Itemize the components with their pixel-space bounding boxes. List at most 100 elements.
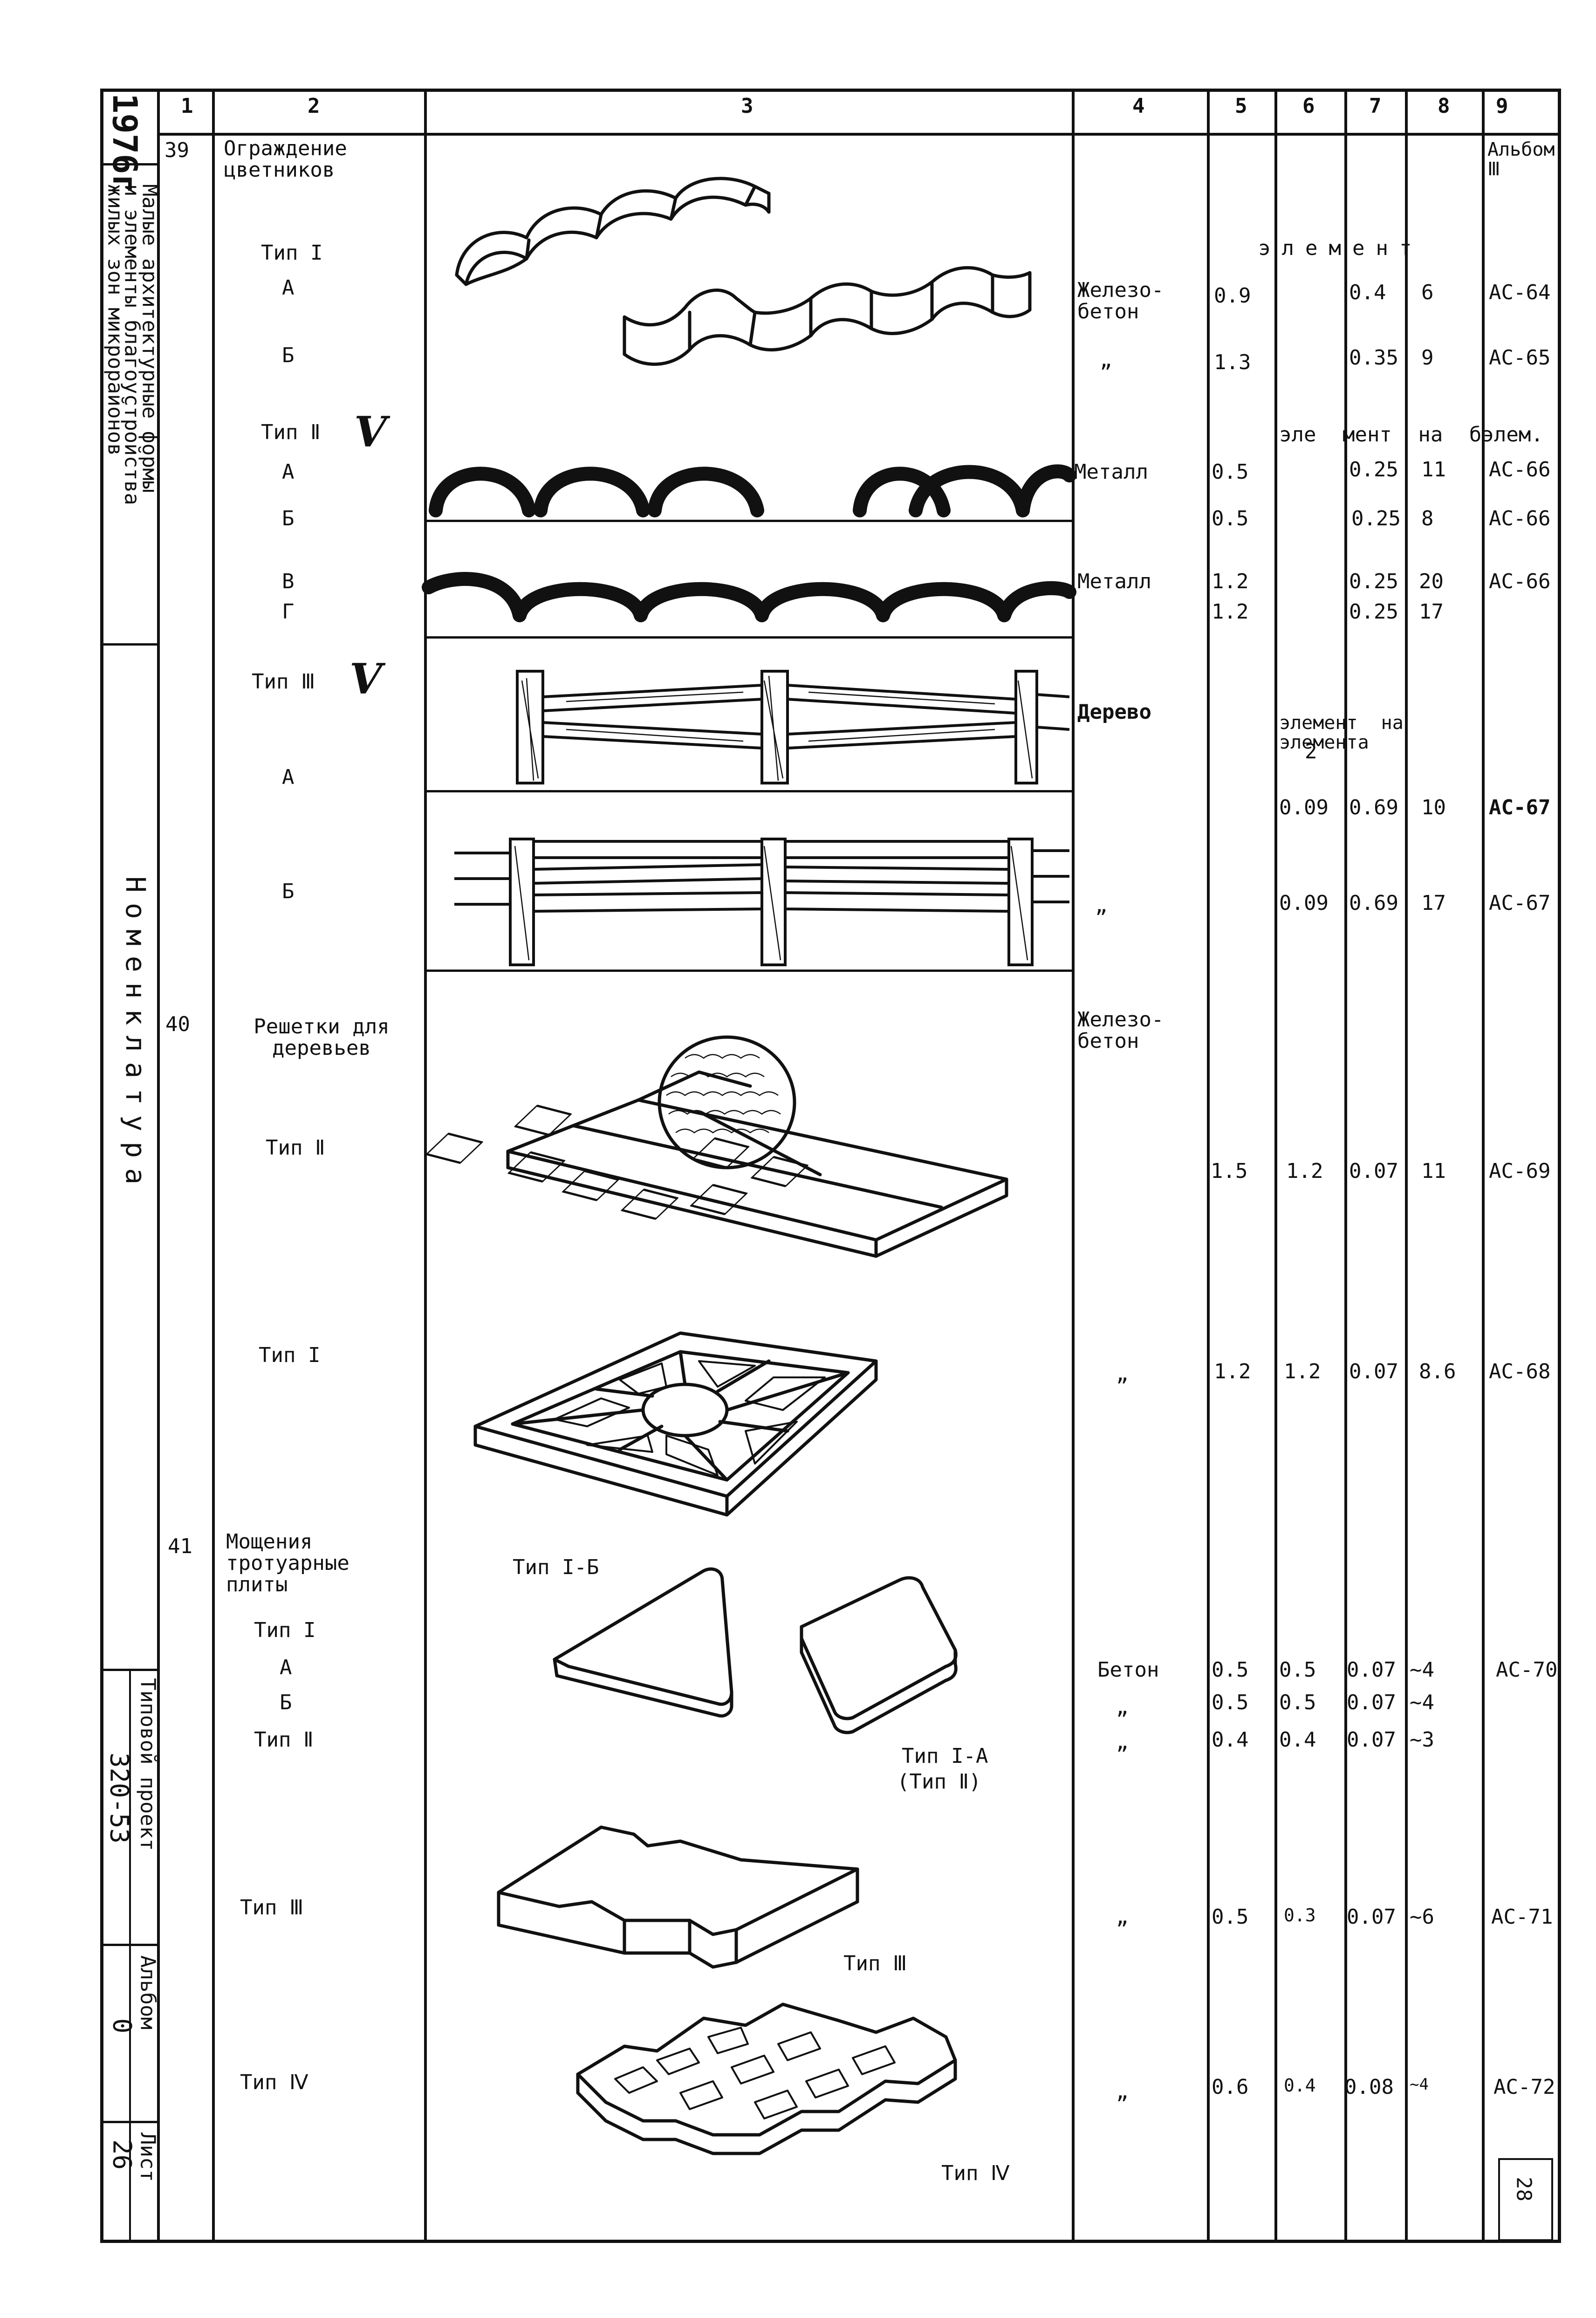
mass-41-1a: 0.5 (1212, 1658, 1249, 1682)
material-40: Железо-бетон (1077, 1008, 1164, 1053)
material-41-1b: „ (1116, 1695, 1129, 1719)
quantity-40-2: 11 (1421, 1159, 1446, 1183)
col-div-7 (1405, 89, 1408, 2243)
type-3b-label: Б (282, 880, 295, 903)
sheet-ref-3b: АС-67 (1489, 891, 1551, 915)
header-col-4: 4 (1132, 94, 1145, 118)
tree-grate-type-2-drawing (425, 1035, 1008, 1258)
volume-41-3: 0.07 (1347, 1905, 1396, 1929)
col-div-6 (1344, 89, 1347, 2243)
volume-40-1-c: 1.2 (1284, 1360, 1321, 1383)
type-40-1-label: Тип I (259, 1343, 321, 1367)
frame-bottom (100, 2240, 1561, 2243)
album-label: Альбом (136, 1955, 160, 2029)
sep-4 (424, 970, 1072, 972)
volume-41-1a: 0.07 (1347, 1658, 1396, 1682)
fence-type-1-drawing (455, 177, 1032, 366)
project-number: 320-53 (104, 1753, 134, 1844)
side-title-line3: жилых зон микрорайонов (103, 184, 127, 456)
volume-2a: 0.25 (1349, 458, 1398, 481)
volume-3b-c: 0.09 (1279, 891, 1329, 915)
material-1b: „ (1100, 348, 1112, 372)
col-div-1 (212, 89, 215, 2243)
side-year: 1976г (105, 93, 145, 194)
material-3a: Дерево (1077, 700, 1151, 724)
item-number-41: 41 (168, 1534, 192, 1558)
quantity-41-1a: ~4 (1410, 1658, 1434, 1682)
frame-right (1558, 89, 1561, 2243)
mass-2g: 1.2 (1212, 600, 1249, 624)
volume-1b: 0.35 (1349, 346, 1398, 370)
volume-40-2: 0.07 (1349, 1159, 1398, 1183)
material-41-1a: Бетон (1097, 1658, 1159, 1682)
sep-3 (424, 790, 1072, 792)
volume-2b: 0.25 (1351, 507, 1401, 530)
side-section-title: Номенклатура (119, 876, 151, 1195)
col-div-4 (1207, 89, 1210, 2243)
tree-grate-type-1-drawing (473, 1331, 878, 1517)
sheet-ref-40-1: АС-68 (1489, 1360, 1551, 1383)
volume-40-1: 0.07 (1349, 1360, 1398, 1383)
check-mark-type-3: V (349, 654, 382, 704)
fence-type-2vg-drawing (422, 572, 1076, 622)
quantity-1a: 6 (1421, 281, 1434, 304)
frame-top (100, 89, 1561, 92)
type-3-label: Тип Ⅲ (252, 670, 315, 694)
type-3a-label: А (282, 765, 295, 789)
quantity-3a: 10 (1421, 796, 1446, 819)
mass-2a: 0.5 (1212, 460, 1249, 484)
type-40-2-label: Тип Ⅱ (266, 1136, 325, 1160)
type-41-1a-label: А (280, 1656, 292, 1679)
material-41-4: „ (1116, 2080, 1129, 2104)
side-div-mid (129, 1669, 131, 2243)
volume-41-2: 0.07 (1347, 1728, 1396, 1752)
mass-40-2: 1.5 (1211, 1159, 1248, 1183)
paving-label-1a-sub: (Тип Ⅱ) (897, 1770, 981, 1794)
header-col-7: 7 (1369, 94, 1382, 118)
page-stamp-number: 28 (1512, 2177, 1536, 2201)
sep-1 (424, 520, 1072, 522)
fence-type-3b-drawing (454, 838, 1069, 966)
page-stamp-box (1498, 2158, 1553, 2241)
quantity-2a: 11 (1421, 458, 1446, 481)
col-div-8 (1482, 89, 1485, 2243)
mass-1a: 0.9 (1214, 284, 1251, 308)
sheet-label: Лист (136, 2132, 160, 2182)
material-1a: Железо-бетон (1077, 278, 1164, 324)
header-col-5: 5 (1235, 94, 1247, 118)
type-2-label: Тип Ⅱ (261, 420, 321, 444)
paving-type-4-drawing (576, 2002, 957, 2155)
side-title-line1: Малые архитектурные формы (137, 184, 162, 493)
album-number: 0 (107, 2018, 137, 2034)
sheet-ref-2a: АС-66 (1489, 458, 1551, 481)
type-41-3-label: Тип Ⅲ (240, 1896, 304, 1919)
note-element-2: эле мент на бэлем. (1279, 423, 1543, 447)
volume-1a: 0.4 (1349, 281, 1386, 304)
volume-41-4: 0.08 (1344, 2075, 1394, 2099)
paving-label-4: Тип Ⅳ (941, 2161, 1010, 2185)
frame-left (100, 89, 103, 2243)
check-mark-type-2: V (354, 407, 387, 457)
volume-2v: 0.25 (1349, 570, 1398, 593)
type-2g-label: Г (282, 600, 295, 624)
paving-label-1a: Тип I-А (902, 1744, 988, 1768)
sheet-ref-2v: АС-66 (1489, 570, 1551, 593)
note-element-3: элемент на элемента (1279, 712, 1404, 753)
mass-1b: 1.3 (1214, 351, 1251, 374)
col-div-3 (1072, 89, 1075, 2243)
type-2a-label: А (282, 460, 295, 484)
mass-2v: 1.2 (1212, 570, 1249, 593)
type-41-4-label: Тип Ⅳ (240, 2070, 308, 2094)
quantity-41-3: ~6 (1410, 1905, 1434, 1929)
header-col-9: 9 (1496, 94, 1508, 118)
mass-2b: 0.5 (1212, 507, 1249, 530)
note-element-3-sub: 2 (1305, 740, 1317, 763)
project-label: Типовой проект (136, 1678, 160, 1851)
item-number-40: 40 (165, 1012, 190, 1036)
mass-41-4: 0.6 (1212, 2075, 1249, 2099)
quantity-41-4: ~4 (1410, 2075, 1429, 2094)
quantity-41-2: ~3 (1410, 1728, 1434, 1752)
sheet-ref-2b: АС-66 (1489, 507, 1551, 530)
material-2v: Металл (1077, 570, 1151, 593)
side-div-1 (100, 163, 158, 165)
